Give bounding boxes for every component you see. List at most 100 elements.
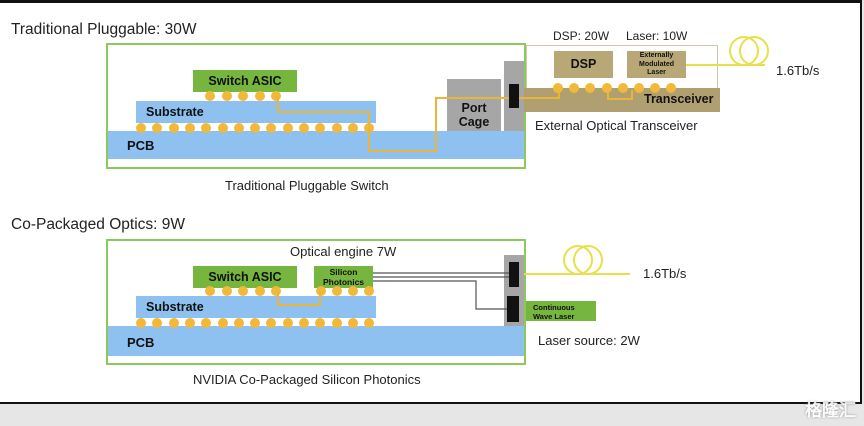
solder-ball (299, 318, 309, 328)
laser-waveguide (373, 280, 507, 310)
bandwidth-label-top: 1.6Tb/s (776, 63, 820, 78)
solder-ball (152, 123, 163, 133)
solder-ball (250, 318, 261, 328)
cpo-title: Co-Packaged Optics: 9W (11, 216, 186, 233)
solder-ball (233, 318, 244, 328)
solder-ball (299, 123, 309, 133)
solder-ball (217, 318, 228, 328)
sipho-label-line2: Photonics (322, 277, 365, 287)
cw-laser-label-line2: Wave Laser (533, 312, 575, 321)
solder-ball (254, 286, 265, 296)
solder-ball (184, 123, 195, 133)
solder-ball (282, 318, 293, 328)
electrical-trace-top (277, 96, 509, 152)
solder-ball (364, 318, 375, 328)
solder-ball (238, 91, 248, 101)
solder-ball (168, 318, 179, 328)
port-cage-label-line2: Cage (458, 115, 490, 129)
solder-ball (585, 83, 596, 93)
solder-ball (201, 123, 212, 133)
cpo-caption: NVIDIA Co-Packaged Silicon Photonics (193, 372, 421, 387)
solder-ball (254, 91, 265, 101)
solder-ball (364, 286, 374, 296)
traditional-title: Traditional Pluggable: 30W (11, 21, 197, 38)
sipho-label-line1: Silicon (329, 267, 358, 277)
eml-label-line3: Laser (647, 69, 666, 76)
solder-ball (666, 83, 677, 93)
port-cage (447, 79, 501, 131)
dsp-chip: DSP (554, 51, 613, 78)
solder-ball (331, 123, 342, 133)
port-cage-label: Port Cage (447, 101, 501, 129)
electrical-trace-dsp (519, 90, 560, 99)
solder-ball (266, 123, 277, 133)
electrical-trace-bottom (277, 291, 321, 306)
solder-ball (347, 318, 358, 328)
solder-ball (233, 123, 244, 133)
solder-ball (347, 123, 358, 133)
solder-ball (217, 123, 228, 133)
traditional-switch-caption: Traditional Pluggable Switch (225, 178, 389, 193)
substrate-layer-bottom (136, 296, 376, 318)
watermark: 格隆汇 (805, 401, 856, 420)
connector-top (509, 84, 519, 108)
laser-power-label: Laser: 10W (626, 29, 688, 43)
solder-ball (152, 318, 163, 328)
dsp-power-label: DSP: 20W (553, 29, 610, 43)
laser-connector-bottom (507, 296, 519, 322)
solder-ball (271, 91, 281, 101)
solder-ball (332, 286, 342, 296)
eml-chip: Externally Modulated Laser (627, 51, 686, 78)
solder-ball (348, 286, 358, 296)
cw-laser-label-line1: Continuous (533, 303, 575, 312)
silicon-photonics-chip: Silicon Photonics (314, 266, 373, 288)
solder-ball (315, 318, 326, 328)
substrate-label-top: Substrate (146, 105, 204, 119)
solder-ball (238, 286, 248, 296)
pcb-label-top: PCB (127, 138, 155, 153)
switch-asic-bottom: Switch ASIC (193, 266, 297, 288)
fiber-loop-bottom-1 (563, 245, 593, 275)
solder-ball (168, 123, 179, 133)
pcb-layer-top (108, 131, 524, 159)
solder-ball (601, 83, 612, 93)
transceiver-label: Transceiver (644, 92, 714, 106)
solder-ball (282, 123, 293, 133)
pcb-label-bottom: PCB (127, 335, 155, 350)
solder-ball (184, 318, 195, 328)
transceiver-caption: External Optical Transceiver (535, 118, 698, 133)
fiber-loop-top-2 (739, 36, 769, 66)
solder-ball (271, 286, 281, 296)
solder-ball (205, 286, 215, 296)
pcb-layer-bottom (108, 326, 524, 356)
diagram-frame: Traditional Pluggable: 30W PCB Substrate… (0, 0, 862, 404)
solder-ball (250, 123, 261, 133)
solder-ball (221, 91, 232, 101)
solder-ball (553, 83, 563, 93)
solder-ball (315, 123, 326, 133)
solder-ball (569, 83, 580, 93)
bandwidth-label-bottom: 1.6Tb/s (643, 266, 687, 281)
wiring-overlay (277, 36, 769, 310)
optical-engine-label: Optical engine 7W (290, 244, 397, 259)
switch-asic-top: Switch ASIC (193, 70, 297, 92)
electrical-trace-dsp-laser (607, 90, 633, 100)
solder-ball (266, 318, 277, 328)
substrate-label-bottom: Substrate (146, 300, 204, 314)
cw-laser-chip: Continuous Wave Laser (526, 301, 596, 321)
solder-ball (201, 318, 212, 328)
eml-label-line2: Modulated (639, 60, 674, 68)
fiber-loop-bottom-2 (573, 245, 603, 275)
solder-ball (136, 123, 146, 133)
laser-source-label: Laser source: 2W (538, 333, 640, 348)
substrate-layer-top (136, 101, 376, 123)
solder-ball (331, 318, 342, 328)
solder-ball (650, 83, 661, 93)
solder-ball (221, 286, 232, 296)
port-cage-label-line1: Port (461, 101, 487, 115)
solder-ball (205, 91, 215, 101)
fiber-loop-top-1 (729, 36, 759, 66)
eml-label-line1: Externally (639, 52, 674, 59)
fiber-connector-bottom (509, 262, 519, 287)
solder-ball (136, 318, 146, 328)
